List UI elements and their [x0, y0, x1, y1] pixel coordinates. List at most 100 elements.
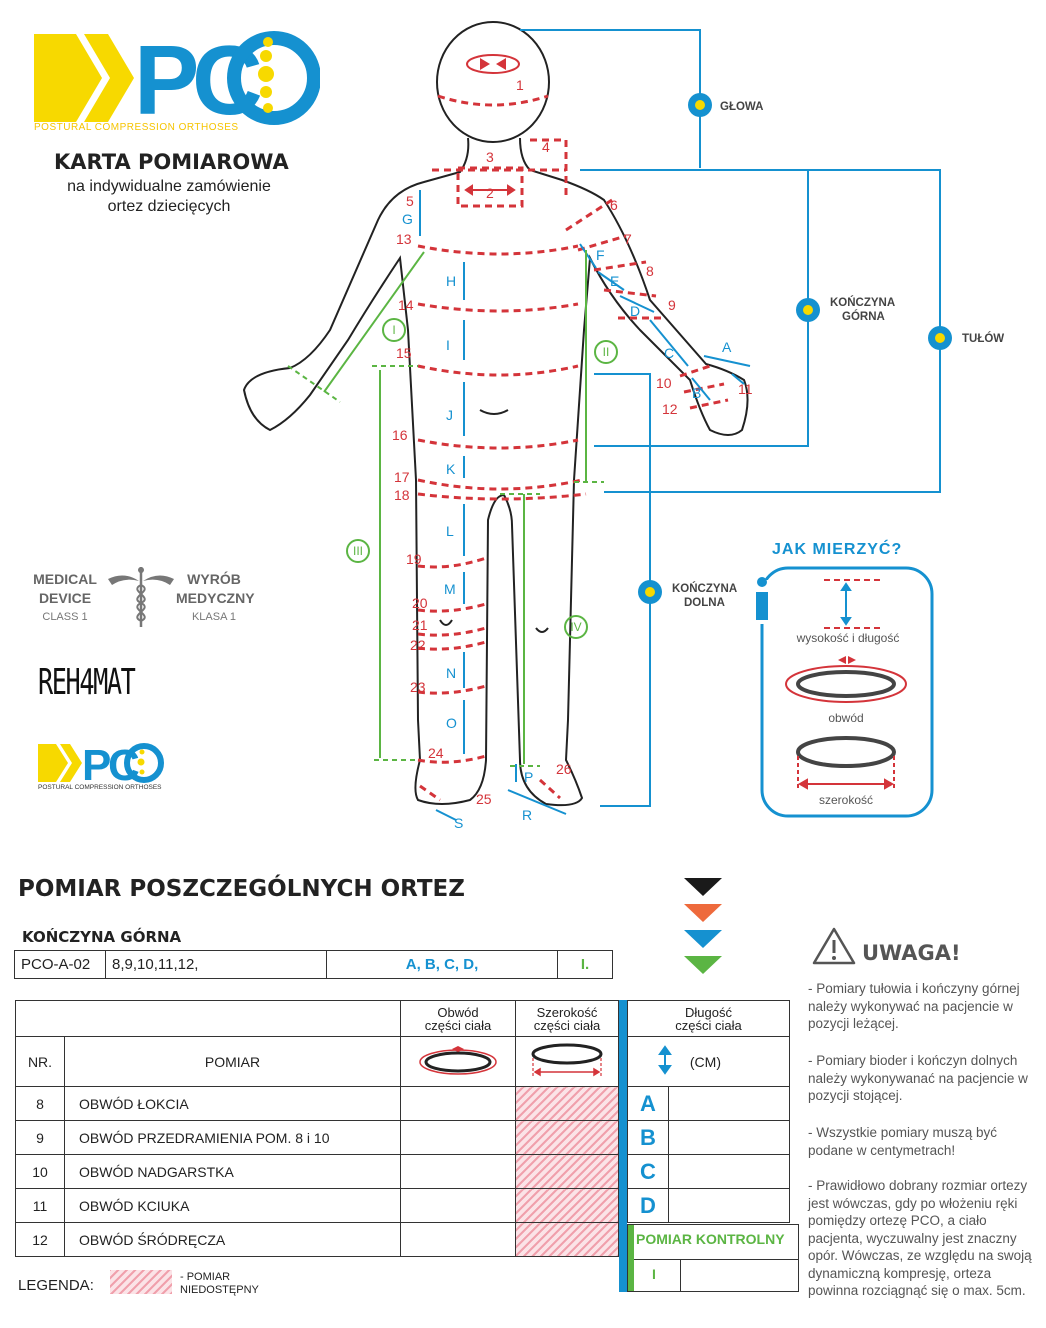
num-25: 25: [476, 791, 492, 807]
roman-ii: II: [603, 345, 610, 359]
letter-p: P: [524, 769, 533, 785]
length-unit: (CM): [689, 1053, 721, 1070]
svg-text:P: P: [82, 741, 111, 790]
num-11: 11: [738, 381, 753, 397]
circumference-input[interactable]: [400, 1222, 516, 1257]
child-silhouette: [242, 21, 749, 807]
num-2: 2: [486, 185, 494, 201]
num-15: 15: [396, 345, 412, 361]
rehamat-logo: REH4MAT: [38, 662, 136, 703]
roman-markers: I II III IV: [346, 318, 618, 639]
length-arrow-icon: [658, 1045, 672, 1078]
circumference-input[interactable]: [400, 1086, 516, 1121]
length-input[interactable]: [668, 1154, 790, 1189]
letter-o: O: [446, 715, 457, 731]
circumference-input[interactable]: [400, 1120, 516, 1155]
control-input[interactable]: [682, 1260, 797, 1290]
section-subtitle: KOŃCZYNA GÓRNA: [22, 928, 182, 946]
num-8: 8: [646, 263, 654, 279]
row-nr: 8: [15, 1086, 65, 1121]
num-17: 17: [394, 469, 410, 485]
card-subtitle-line2: ortez dziecięcych: [107, 198, 231, 215]
circumference-lines: [417, 94, 729, 802]
num-6: 6: [610, 197, 618, 213]
head-arrow: [464, 54, 520, 196]
length-input[interactable]: [668, 1086, 790, 1121]
num-23: 23: [410, 679, 426, 695]
section-title: POMIAR POSZCZEGÓLNYCH ORTEZ: [18, 876, 465, 902]
num-18: 18: [394, 487, 410, 503]
circumference-input[interactable]: [400, 1188, 516, 1223]
num-10: 10: [656, 375, 672, 391]
product-code: PCO-A-02: [14, 950, 106, 979]
letter-a: A: [722, 339, 732, 355]
num-12: 12: [662, 401, 678, 417]
row-label: OBWÓD ŚRÓDRĘCZA: [64, 1222, 401, 1257]
medical-device-label: MEDICAL DEVICE: [33, 571, 97, 606]
region-upper-1: KOŃCZYNA: [830, 296, 895, 309]
howto-circ: obwód: [828, 711, 863, 725]
width-unavailable: [515, 1086, 619, 1121]
letter-l: L: [446, 523, 454, 539]
row-label: OBWÓD ŁOKCIA: [64, 1086, 401, 1121]
control-measure-label: POMIAR KONTROLNY: [636, 1231, 785, 1247]
howto-width: szerokość: [819, 793, 873, 807]
caduceus-icon: [108, 567, 174, 627]
num-7: 7: [624, 231, 632, 247]
num-5: 5: [406, 193, 414, 209]
length-column-bar: [619, 1000, 627, 1292]
measurement-letters: A B C D E F G H I J K L M N O P R S: [402, 211, 732, 831]
roman-iv: IV: [570, 620, 581, 634]
region-dots: [638, 93, 952, 604]
table-row: 11 OBWÓD KCIUKA D: [15, 1188, 790, 1223]
green-arrows: [287, 250, 604, 767]
row-nr: 11: [15, 1188, 65, 1223]
control-measure-box: I: [627, 1224, 799, 1292]
note-1: - Pomiary tułowia i kończyny górnej nale…: [808, 981, 1020, 1031]
warning-icon: [812, 927, 856, 965]
length-arrows: [419, 190, 751, 821]
table-row: 8 OBWÓD ŁOKCIA A: [15, 1086, 790, 1121]
note-4: - Prawidłowo dobrany rozmiar ortezy jest…: [808, 1178, 1032, 1298]
arrow-marker-1: [684, 904, 722, 922]
num-19: 19: [406, 551, 422, 567]
letter-h: H: [446, 273, 456, 289]
region-torso: TUŁÓW: [962, 332, 1004, 345]
letter-e: E: [610, 273, 619, 289]
howto-height: wysokość i długość: [796, 631, 900, 645]
length-input[interactable]: [668, 1188, 790, 1223]
pco-logo: P C: [34, 28, 320, 128]
num-9: 9: [668, 297, 676, 313]
svg-text:P: P: [134, 28, 199, 128]
letter-c: C: [664, 345, 674, 361]
letter-b: B: [692, 385, 701, 401]
control-roman: I: [652, 1266, 656, 1282]
row-nr: 12: [15, 1222, 65, 1257]
num-3: 3: [486, 149, 494, 165]
letter-d: D: [630, 303, 640, 319]
circumference-input[interactable]: [400, 1154, 516, 1189]
letter-s: S: [454, 815, 463, 831]
width-unavailable: [515, 1120, 619, 1155]
note-3: - Wszystkie pomiary muszą być podane w c…: [808, 1125, 998, 1158]
card-subtitle-line1: na indywidualne zamówienie: [67, 178, 271, 195]
num-22: 22: [410, 637, 426, 653]
legend-hatch-swatch: [110, 1270, 172, 1294]
arrow-marker-0: [684, 878, 722, 896]
num-24: 24: [428, 745, 444, 761]
num-4: 4: [542, 139, 550, 155]
num-16: 16: [392, 427, 408, 443]
table-row: 12 OBWÓD ŚRÓDRĘCZA: [15, 1222, 790, 1257]
note-2: - Pomiary bioder i kończyn dolnych należ…: [808, 1053, 1028, 1103]
medical-device-class: CLASS 1: [42, 611, 88, 623]
measurement-numbers: 1 2 3 4 5 6 7 8 9 10 11 12 13 14 15 16 1…: [392, 77, 753, 807]
row-label: OBWÓD KCIUKA: [64, 1188, 401, 1223]
length-input[interactable]: [668, 1120, 790, 1155]
letter-i: I: [446, 337, 450, 353]
table-row: 10 OBWÓD NADGARSTKA C: [15, 1154, 790, 1189]
row-letter: C: [627, 1154, 669, 1189]
body-diagram: 1 2 3 4 5 6 7 8 9 10 11 12 13 14 15 16 1…: [242, 21, 1004, 831]
row-letter: A: [627, 1086, 669, 1121]
